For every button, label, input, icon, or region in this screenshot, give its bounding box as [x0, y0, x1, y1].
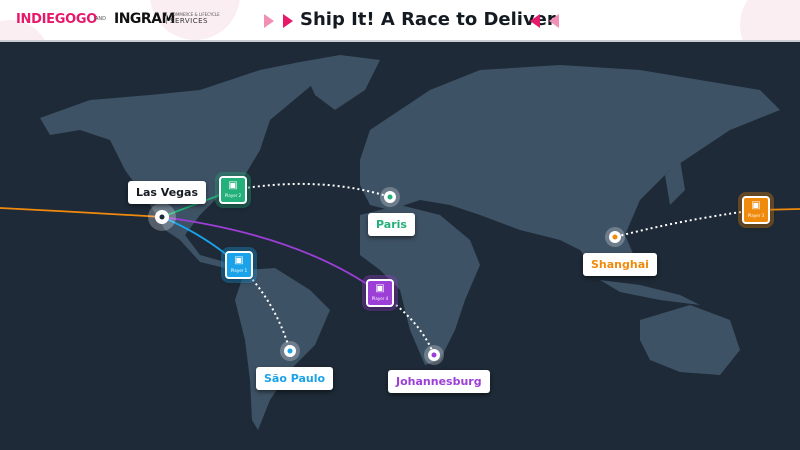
origin-pin-center [159, 214, 165, 220]
pin-circle [387, 194, 393, 200]
package-icon: ▣ [751, 200, 761, 211]
north-america [40, 62, 330, 270]
decor-circle [740, 0, 800, 40]
dotted-route-shanghai [614, 209, 757, 238]
player-marker[interactable]: ▣ Player 2 [219, 176, 247, 204]
package-icon: ▣ [234, 255, 244, 266]
pin-circle [287, 348, 293, 354]
and-text: AND [95, 16, 107, 22]
city-pin[interactable] [424, 345, 444, 365]
route-player3-west [0, 207, 163, 218]
arrow-right-icon [283, 14, 293, 28]
city-pin[interactable] [380, 187, 400, 207]
player-name: Player 3 [747, 213, 765, 218]
city-pin[interactable] [280, 341, 300, 361]
ingram-services: SERVICES [170, 17, 208, 25]
city-label: Shanghai [583, 253, 657, 276]
arrow-left-icon [530, 14, 540, 28]
arrow-left-icon [549, 14, 559, 28]
indiegogo-logo: INDIEGOGO [16, 12, 97, 27]
arrow-right-icon [264, 14, 274, 28]
japan [665, 160, 685, 205]
player-name: Player 1 [230, 268, 248, 273]
player-name: Player 4 [371, 296, 389, 301]
city-label: São Paulo [256, 367, 334, 390]
player-marker[interactable]: ▣ Player 1 [225, 251, 253, 279]
city-pin[interactable] [605, 227, 625, 247]
origin-marker [148, 203, 176, 231]
pin-circle [612, 234, 618, 240]
ingram-logo: INGRAM [114, 11, 175, 27]
city-label: Johannesburg [388, 370, 490, 393]
africa [360, 205, 480, 365]
australia [640, 305, 740, 375]
page-title: Ship It! A Race to Deliver [300, 9, 556, 30]
player-name: Player 2 [224, 193, 242, 198]
package-icon: ▣ [375, 283, 385, 294]
ingram-subtitle-small: COMMERCE & LIFECYCLE [170, 12, 220, 17]
player-marker[interactable]: ▣ Player 4 [366, 279, 394, 307]
southeast-asia [600, 280, 700, 305]
player-marker[interactable]: ▣ Player 3 [742, 196, 770, 224]
city-pins [280, 187, 625, 365]
package-icon: ▣ [228, 180, 238, 191]
eurasia [360, 65, 780, 275]
pin-circle [431, 352, 437, 358]
route-player4 [161, 216, 381, 294]
origin-label: Las Vegas [128, 181, 207, 204]
dotted-route-paris [232, 182, 391, 198]
header: INDIEGOGO AND INGRAM COMMERCE & LIFECYCL… [0, 0, 800, 42]
dotted-route-johannesburg [379, 292, 435, 356]
greenland [300, 55, 380, 110]
city-label: Paris [368, 213, 415, 236]
